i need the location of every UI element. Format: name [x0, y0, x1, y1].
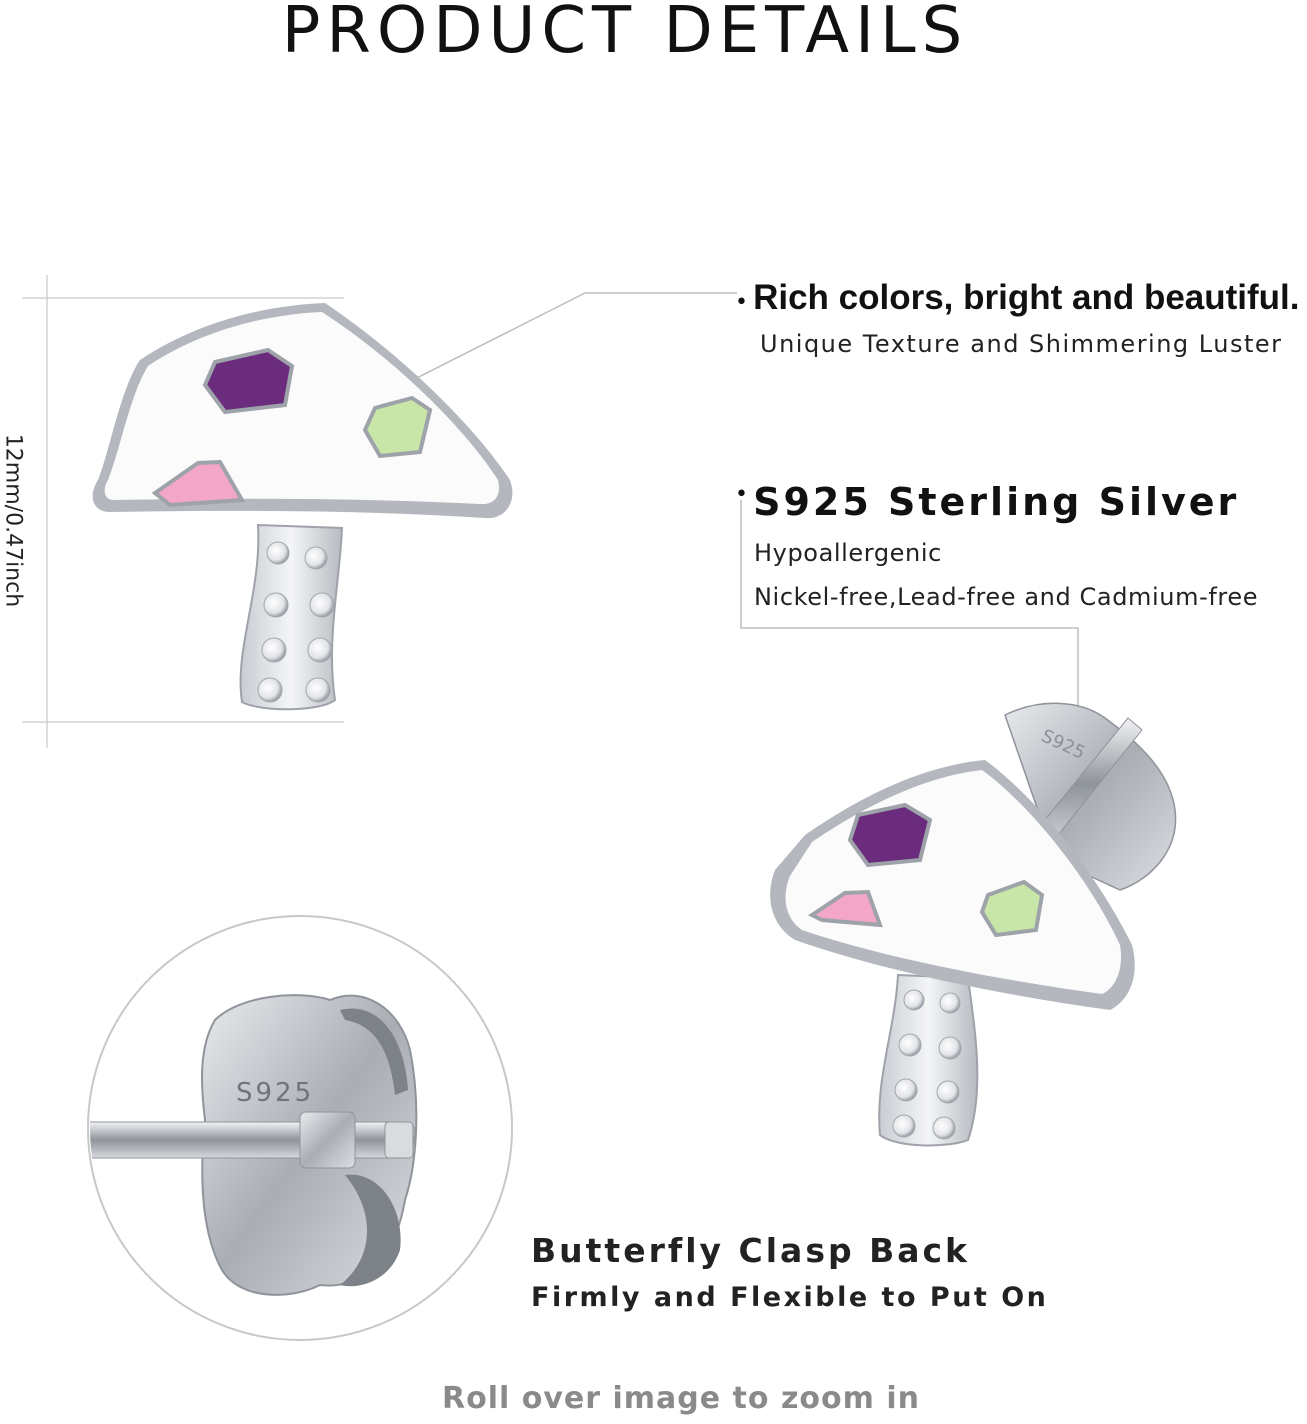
feature-colors: • Rich colors, bright and beautiful.: [735, 278, 1300, 318]
feature-subtext: Firmly and Flexible to Put On: [531, 1282, 1049, 1313]
feature-subtext: Hypoallergenic: [754, 539, 942, 567]
callout-lines: [299, 292, 1079, 762]
feature-heading: S925 Sterling Silver: [753, 480, 1240, 524]
bullet-icon: •: [735, 482, 748, 507]
dimension-guides: [22, 275, 344, 748]
feature-heading: Butterfly Clasp Back: [531, 1231, 971, 1270]
feature-subtext: Unique Texture and Shimmering Luster: [760, 330, 1283, 358]
feature-heading: Rich colors, bright and beautiful.: [753, 278, 1300, 317]
bullet-icon: •: [735, 290, 748, 315]
stamp-mark: S925: [236, 1078, 314, 1108]
clasp-closeup: S925: [87, 915, 513, 1341]
page-title: PRODUCT DETAILS: [281, 0, 969, 68]
mushroom-earring-front: [92, 303, 513, 711]
dimension-label: 12mm/0.47inch: [0, 433, 26, 608]
mushroom-earring-angled: S925: [770, 702, 1177, 1147]
feature-silver: • S925 Sterling Silver: [735, 480, 1239, 524]
feature-subtext: Nickel-free,Lead-free and Cadmium-free: [754, 583, 1259, 611]
zoom-hint[interactable]: Roll over image to zoom in: [442, 1381, 920, 1416]
